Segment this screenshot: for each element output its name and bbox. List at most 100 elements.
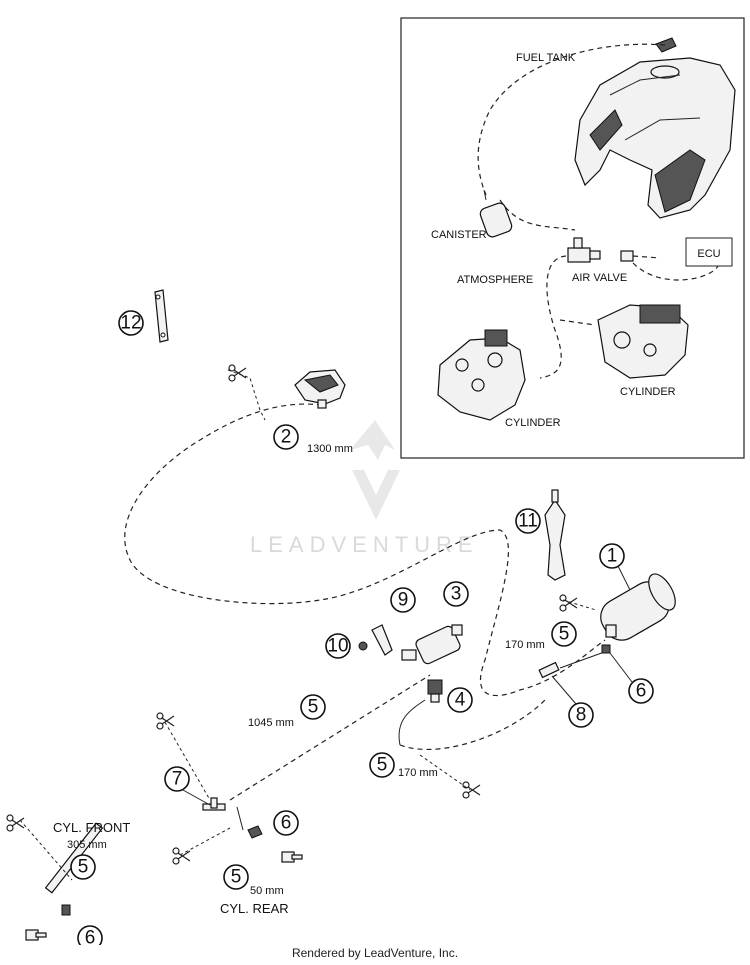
callout-5c-text: 5 [377, 755, 388, 776]
fuel-tank-illustration [574, 37, 736, 219]
length-1300mm: 1300 mm [307, 443, 353, 455]
cylinder-left-label: CYLINDER [505, 417, 561, 429]
callout-11: 11 [515, 508, 541, 534]
callout-6b-text: 6 [281, 813, 292, 834]
canister-label: CANISTER [431, 229, 487, 241]
watermark-text: LEADVENTURE [250, 532, 479, 557]
part-4-check-valve [427, 679, 443, 703]
hose-170mm-lower-ext [399, 699, 546, 750]
inset-hose-canister-valve [499, 199, 576, 231]
hose-170mm-lower [398, 699, 426, 746]
part-3-valve [401, 624, 463, 665]
callout-8: 8 [568, 702, 594, 728]
callout-5a-text: 5 [559, 624, 570, 645]
inset-hose-ecu [632, 262, 719, 281]
callout-10-text: 10 [327, 636, 348, 657]
length-170mm-upper: 170 mm [505, 639, 545, 651]
callout-4: 4 [447, 687, 473, 713]
callout-7: 7 [164, 766, 190, 792]
inset-hose-valve-cylinder [539, 255, 567, 379]
callout-10: 10 [325, 633, 351, 659]
scissors-icon [462, 781, 481, 799]
cut-guide-left [161, 716, 211, 801]
part-7-tee [202, 797, 226, 811]
part-10-screw [358, 641, 368, 651]
callout-2-text: 2 [281, 427, 292, 448]
length-50mm: 50 mm [250, 885, 284, 897]
length-1045mm: 1045 mm [248, 717, 294, 729]
length-170mm-lower: 170 mm [398, 767, 438, 779]
callout-6-canister: 6 [628, 678, 654, 704]
part-11-strap [544, 489, 566, 581]
callout-8-text: 8 [576, 705, 587, 726]
callout-5-upper: 5 [551, 621, 577, 647]
callout-5d-text: 5 [78, 857, 89, 878]
ecu-label: ECU [697, 248, 720, 260]
hose-1045mm [229, 674, 431, 801]
callout-6c-text: 6 [85, 928, 96, 946]
inset-hose-rear-cyl [559, 319, 596, 326]
fitting-front [25, 929, 47, 941]
callout-1: 1 [599, 543, 625, 569]
part-12-bracket [154, 289, 169, 343]
callout-11-text: 11 [518, 511, 538, 532]
callout-12: 12 [118, 310, 144, 336]
fitting-rear [281, 851, 303, 863]
atmosphere-label: ATMOSPHERE [457, 274, 533, 286]
cylinder-right-label: CYLINDER [620, 386, 676, 398]
callout-5-front: 5 [70, 854, 96, 880]
callout-4-text: 4 [455, 690, 466, 711]
callout-9-text: 9 [398, 590, 409, 611]
footer-credit: Rendered by LeadVenture, Inc. [291, 946, 459, 960]
callout-5-1045: 5 [300, 694, 326, 720]
cyl-front-label: CYL. FRONT [53, 820, 130, 835]
watermark: LEADVENTURE [250, 420, 479, 557]
cut-guide-front [19, 819, 73, 881]
callout-5e-text: 5 [231, 867, 242, 888]
leader-8 [551, 675, 577, 705]
callout-7-text: 7 [172, 769, 183, 790]
leader-7 [182, 789, 211, 806]
part-8-connector [538, 661, 560, 679]
scissors-icon [228, 364, 247, 382]
callout-5b-text: 5 [308, 697, 319, 718]
overview-inset: FUEL TANK CANISTER ATMOSPHERE AIR VALVE … [400, 17, 745, 459]
part-6-clamp-front [61, 904, 71, 916]
part-6-clamp-rear [247, 825, 263, 839]
scissors-icon [156, 712, 175, 730]
hose-50mm [236, 806, 244, 831]
part-2-cap-valve [294, 369, 346, 409]
fuel-tank-label: FUEL TANK [516, 52, 576, 64]
callout-3: 3 [443, 581, 469, 607]
callout-2: 2 [273, 424, 299, 450]
part-9-clip [371, 624, 393, 656]
callout-5-rear: 5 [223, 864, 249, 890]
scissors-icon [559, 594, 578, 612]
inset-cylinder-right [597, 304, 689, 379]
scissors-icon [172, 847, 191, 865]
length-305mm: 305 mm [67, 839, 107, 851]
callout-1-text: 1 [607, 546, 618, 567]
cut-guide-top [227, 369, 266, 421]
callout-6-rear: 6 [273, 810, 299, 836]
cut-guide-rear [179, 827, 231, 856]
callout-6-front: 6 [77, 925, 103, 946]
callout-9: 9 [390, 587, 416, 613]
part-6-clamp [601, 644, 611, 654]
inset-hose-valve-right [632, 255, 661, 259]
inset-cylinder-left [437, 329, 526, 421]
parts-diagram: FUEL TANK CANISTER ATMOSPHERE AIR VALVE … [6, 17, 745, 946]
leader-1 [617, 565, 631, 591]
scissors-icon [6, 814, 25, 832]
callout-5-lower: 5 [369, 752, 395, 778]
hose-1300mm [124, 403, 606, 697]
part-1-canister [600, 573, 676, 641]
callout-3-text: 3 [451, 584, 462, 605]
cyl-rear-label: CYL. REAR [220, 901, 289, 916]
callout-6a-text: 6 [636, 681, 647, 702]
ecu-box [685, 237, 733, 267]
cut-guide-lower [419, 754, 471, 791]
air-valve-label: AIR VALVE [572, 272, 627, 284]
callout-12-text: 12 [120, 313, 141, 334]
leader-6 [609, 652, 633, 683]
